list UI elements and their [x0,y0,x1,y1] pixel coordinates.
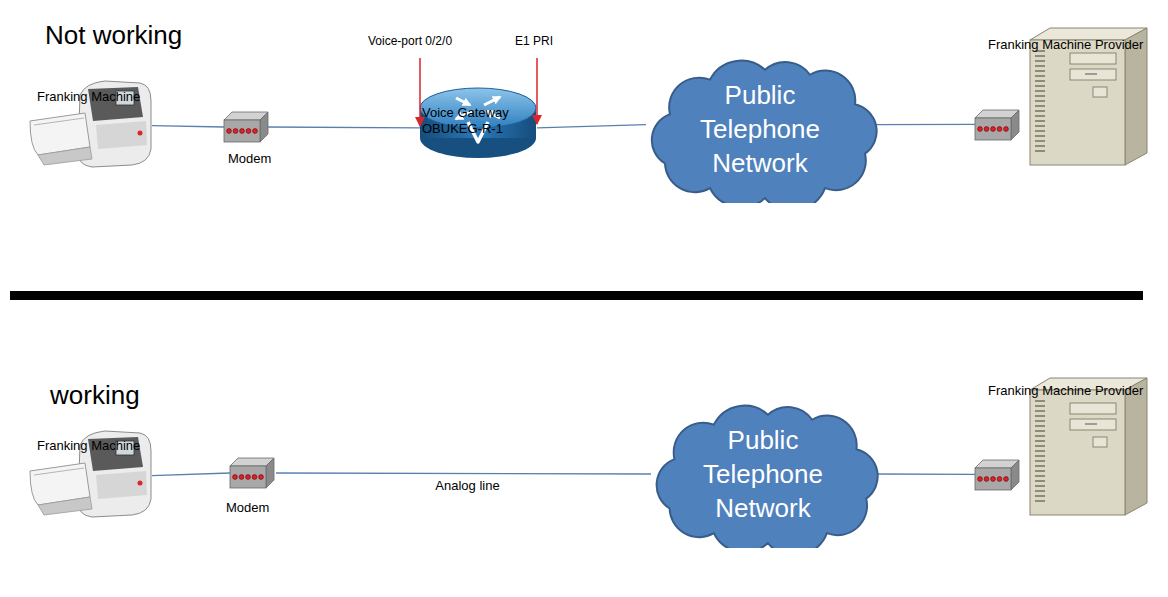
device-label: Franking Machine Provider [988,383,1166,399]
line-label: Analog line [433,478,501,493]
modem-icon [230,458,274,488]
device-label: Franking Machine [37,438,159,454]
device-node: Modem [230,458,276,488]
connection-line [276,473,651,474]
network-cloud: Public Telephone Network [645,400,881,548]
device-node: Franking Machine [30,75,152,167]
divider-bar [10,291,1143,300]
connection-line [152,126,224,127]
device-label: Voice Gateway OBUKEG-R-1 [422,105,526,137]
device-label: Franking Machine Provider [988,37,1166,53]
modem-icon [224,112,268,142]
leader-arrow [419,58,421,126]
network-cloud: Public Telephone Network [640,55,880,203]
section-title: working [50,380,140,411]
section-title: Not working [45,20,182,51]
device-label: Modem [226,500,272,516]
cloud-outline [657,406,878,548]
cloud-label: Public Telephone Network [685,78,835,180]
device-node: Voice Gateway OBUKEG-R-1 [420,86,537,162]
cloud-outline [652,61,877,203]
connection-line [875,473,975,475]
connection-line [874,124,975,125]
leader-arrow [536,58,538,124]
device-label: Modem [228,151,272,167]
device-node: Franking Machine [30,425,152,517]
connection-line [152,473,230,476]
device-label: Franking Machine [37,89,159,105]
port-label: E1 PRI [515,34,553,48]
device-node: Franking Machine Provider [975,375,1153,517]
connection-line [537,125,646,128]
connection-line [268,126,420,128]
port-label: Voice-port 0/2/0 [368,34,452,48]
voice-gateway-icon [420,88,536,158]
server-icon [975,378,1147,515]
device-node: Modem [224,112,268,142]
cloud-label: Public Telephone Network [688,423,838,525]
device-node: Franking Machine Provider [975,25,1153,167]
